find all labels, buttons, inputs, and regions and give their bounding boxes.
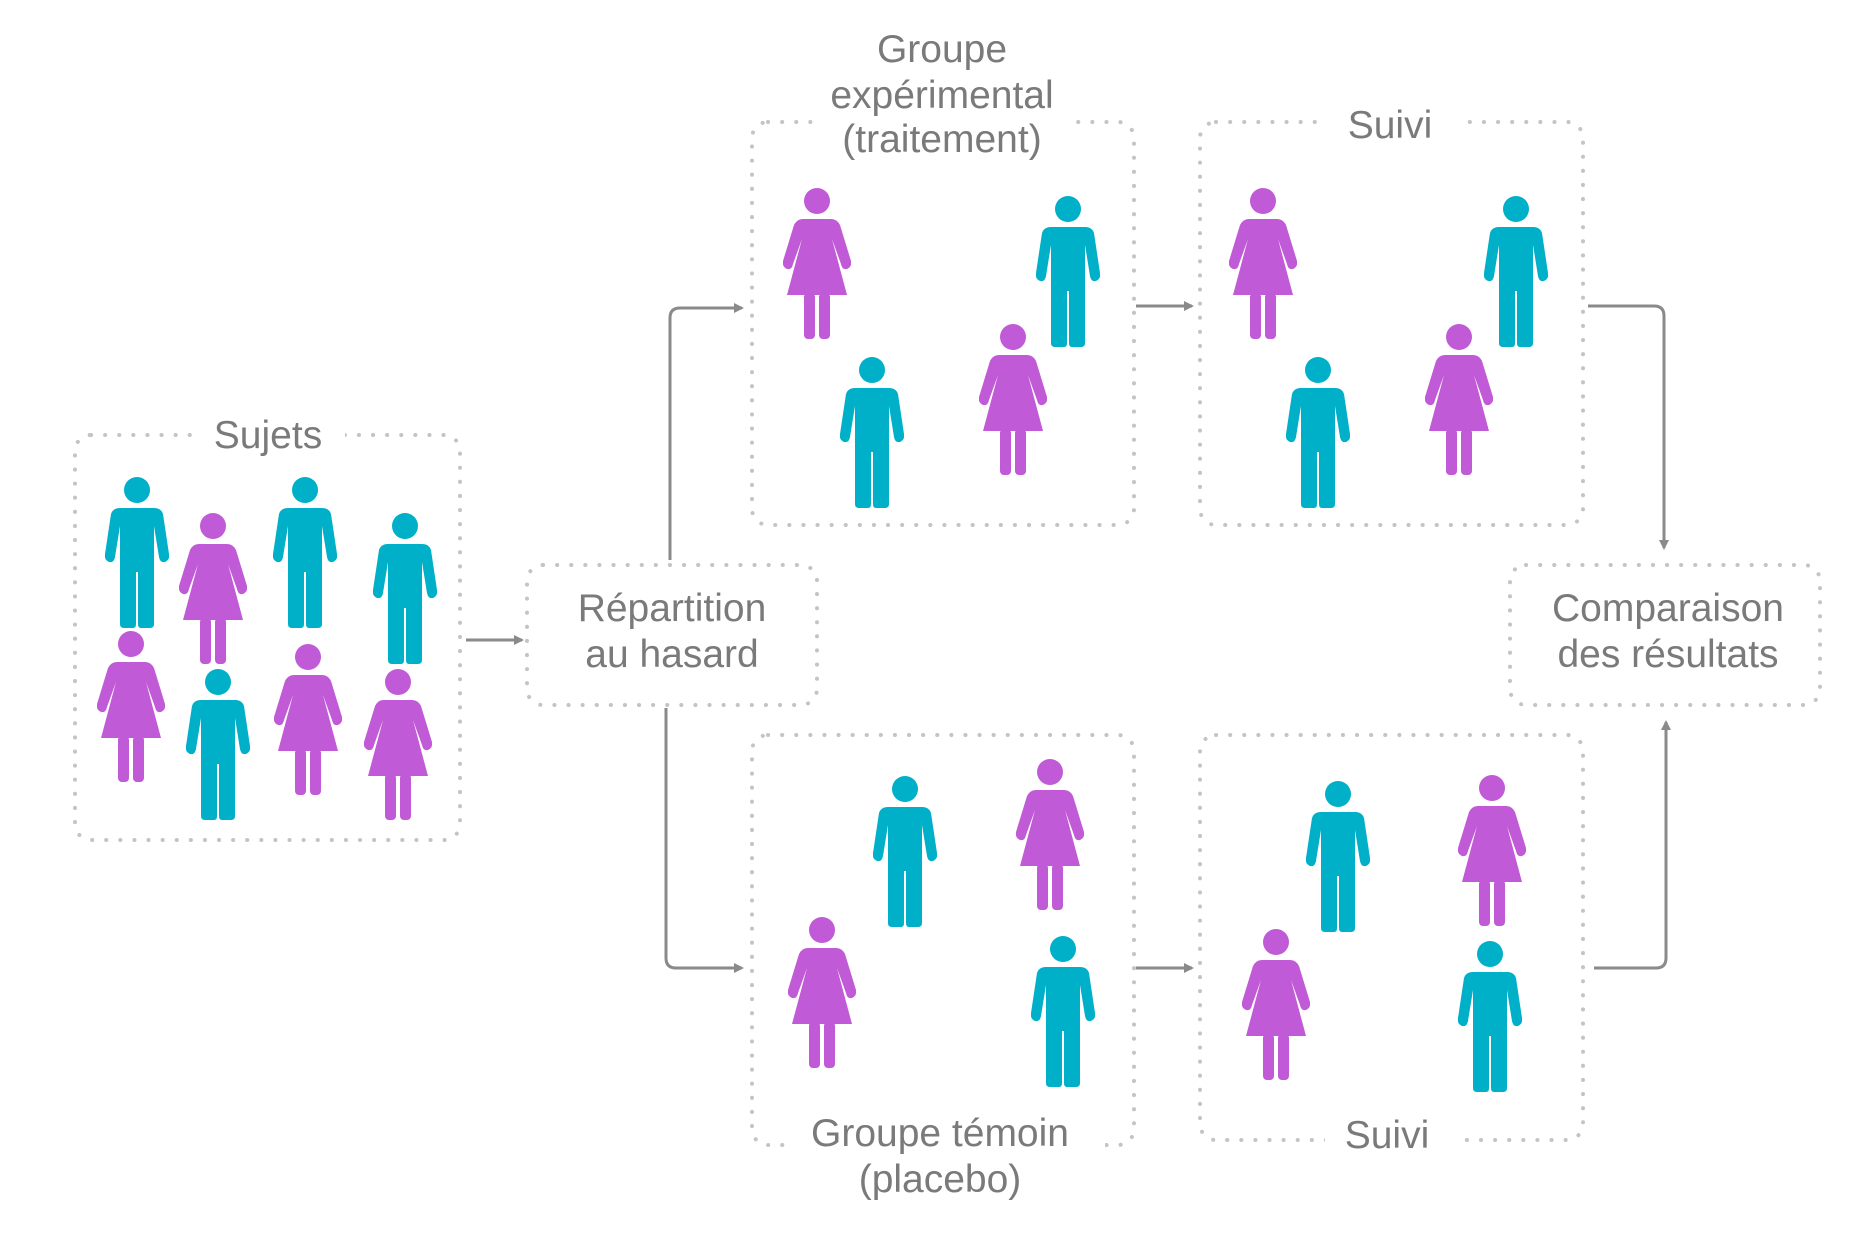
comparison-label-line1: Comparaison <box>1552 587 1784 630</box>
female-person-icon <box>1229 188 1297 339</box>
male-person-icon <box>873 776 937 927</box>
followup-bottom-label: Suivi <box>1345 1114 1430 1157</box>
male-person-icon <box>186 669 250 820</box>
control-group-label-line2: (placebo) <box>859 1158 1022 1201</box>
randomization-label-line1: Répartition <box>578 587 767 630</box>
experimental-group-label-line3: (traitement) <box>842 118 1041 161</box>
female-person-icon <box>783 188 851 339</box>
female-person-icon <box>979 324 1047 475</box>
arrow-followup-bottom-to-comparison <box>1594 720 1671 970</box>
experimental-group-label-line1: Groupe <box>877 28 1007 71</box>
randomization-box <box>525 563 819 707</box>
comparison-box <box>1508 563 1822 707</box>
male-person-icon <box>105 477 169 628</box>
male-person-icon <box>1036 196 1100 347</box>
experimental-group-label-line2: expérimental <box>830 74 1053 117</box>
randomization-label-line2: au hasard <box>585 633 758 676</box>
arrow-randomization-to-control <box>664 708 744 973</box>
female-person-icon <box>364 669 432 820</box>
female-person-icon <box>788 917 856 1068</box>
male-person-icon <box>373 513 437 664</box>
subjects-box <box>73 433 462 842</box>
female-person-icon <box>1425 324 1493 475</box>
female-person-icon <box>97 631 165 782</box>
male-person-icon <box>1306 781 1370 932</box>
female-person-icon <box>274 644 342 795</box>
female-person-icon <box>1458 775 1526 926</box>
experimental-group-box <box>750 120 1136 527</box>
followup-bottom-box <box>1198 733 1585 1142</box>
control-group-box <box>750 733 1136 1147</box>
subjects-label: Sujets <box>214 414 322 457</box>
comparison-label-line2: des résultats <box>1557 633 1778 676</box>
people-icons <box>97 188 1548 1092</box>
male-person-icon <box>273 477 337 628</box>
female-person-icon <box>1242 929 1310 1080</box>
followup-top-label: Suivi <box>1348 104 1433 147</box>
male-person-icon <box>1031 936 1095 1087</box>
male-person-icon <box>840 357 904 508</box>
female-person-icon <box>179 513 247 664</box>
control-group-label-line1: Groupe témoin <box>811 1112 1069 1155</box>
female-person-icon <box>1016 759 1084 910</box>
male-person-icon <box>1458 941 1522 1092</box>
male-person-icon <box>1286 357 1350 508</box>
arrow-followup-top-to-comparison <box>1588 304 1669 550</box>
male-person-icon <box>1484 196 1548 347</box>
arrow-randomization-to-experimental <box>668 303 744 560</box>
